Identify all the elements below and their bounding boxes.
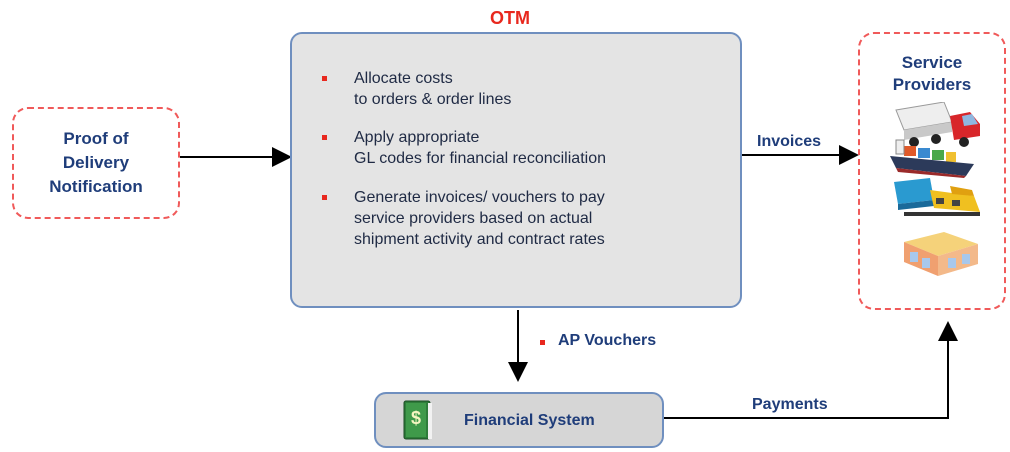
- svg-text:$: $: [411, 408, 421, 428]
- truck-icon: [895, 102, 980, 147]
- ap-vouchers-label: AP Vouchers: [558, 332, 657, 349]
- proof-of-delivery-box: Proof of Delivery Notification: [12, 107, 180, 219]
- otm-box: Allocate costs to orders & order lines A…: [290, 32, 742, 308]
- ledger-book-icon: $: [403, 400, 432, 440]
- warehouse-icon: [904, 232, 978, 276]
- bullet-marker: [540, 340, 545, 345]
- proof-of-delivery-label: Proof of Delivery Notification: [49, 129, 143, 196]
- financial-system-label: Financial System: [464, 412, 595, 429]
- bullet-marker: [322, 195, 327, 200]
- otm-bullet-text: Apply appropriate GL codes for financial…: [354, 129, 606, 167]
- otm-bullet-text: Allocate costs to orders & order lines: [354, 70, 512, 108]
- financial-to-providers-arrow: [664, 321, 958, 419]
- otm-bullet-text: Generate invoices/ vouchers to pay servi…: [354, 189, 605, 248]
- train-icon: [894, 178, 980, 216]
- service-providers-box: Service Providers: [858, 32, 1006, 310]
- cargo-ship-icon: [890, 139, 974, 178]
- bullet-marker: [322, 76, 327, 81]
- otm-title: OTM: [490, 8, 530, 28]
- financial-system-box: $ Financial System: [374, 392, 664, 448]
- bullet-marker: [322, 135, 327, 140]
- invoices-label: Invoices: [757, 133, 822, 150]
- payments-label: Payments: [752, 396, 828, 413]
- service-providers-title: Service Providers: [892, 53, 972, 94]
